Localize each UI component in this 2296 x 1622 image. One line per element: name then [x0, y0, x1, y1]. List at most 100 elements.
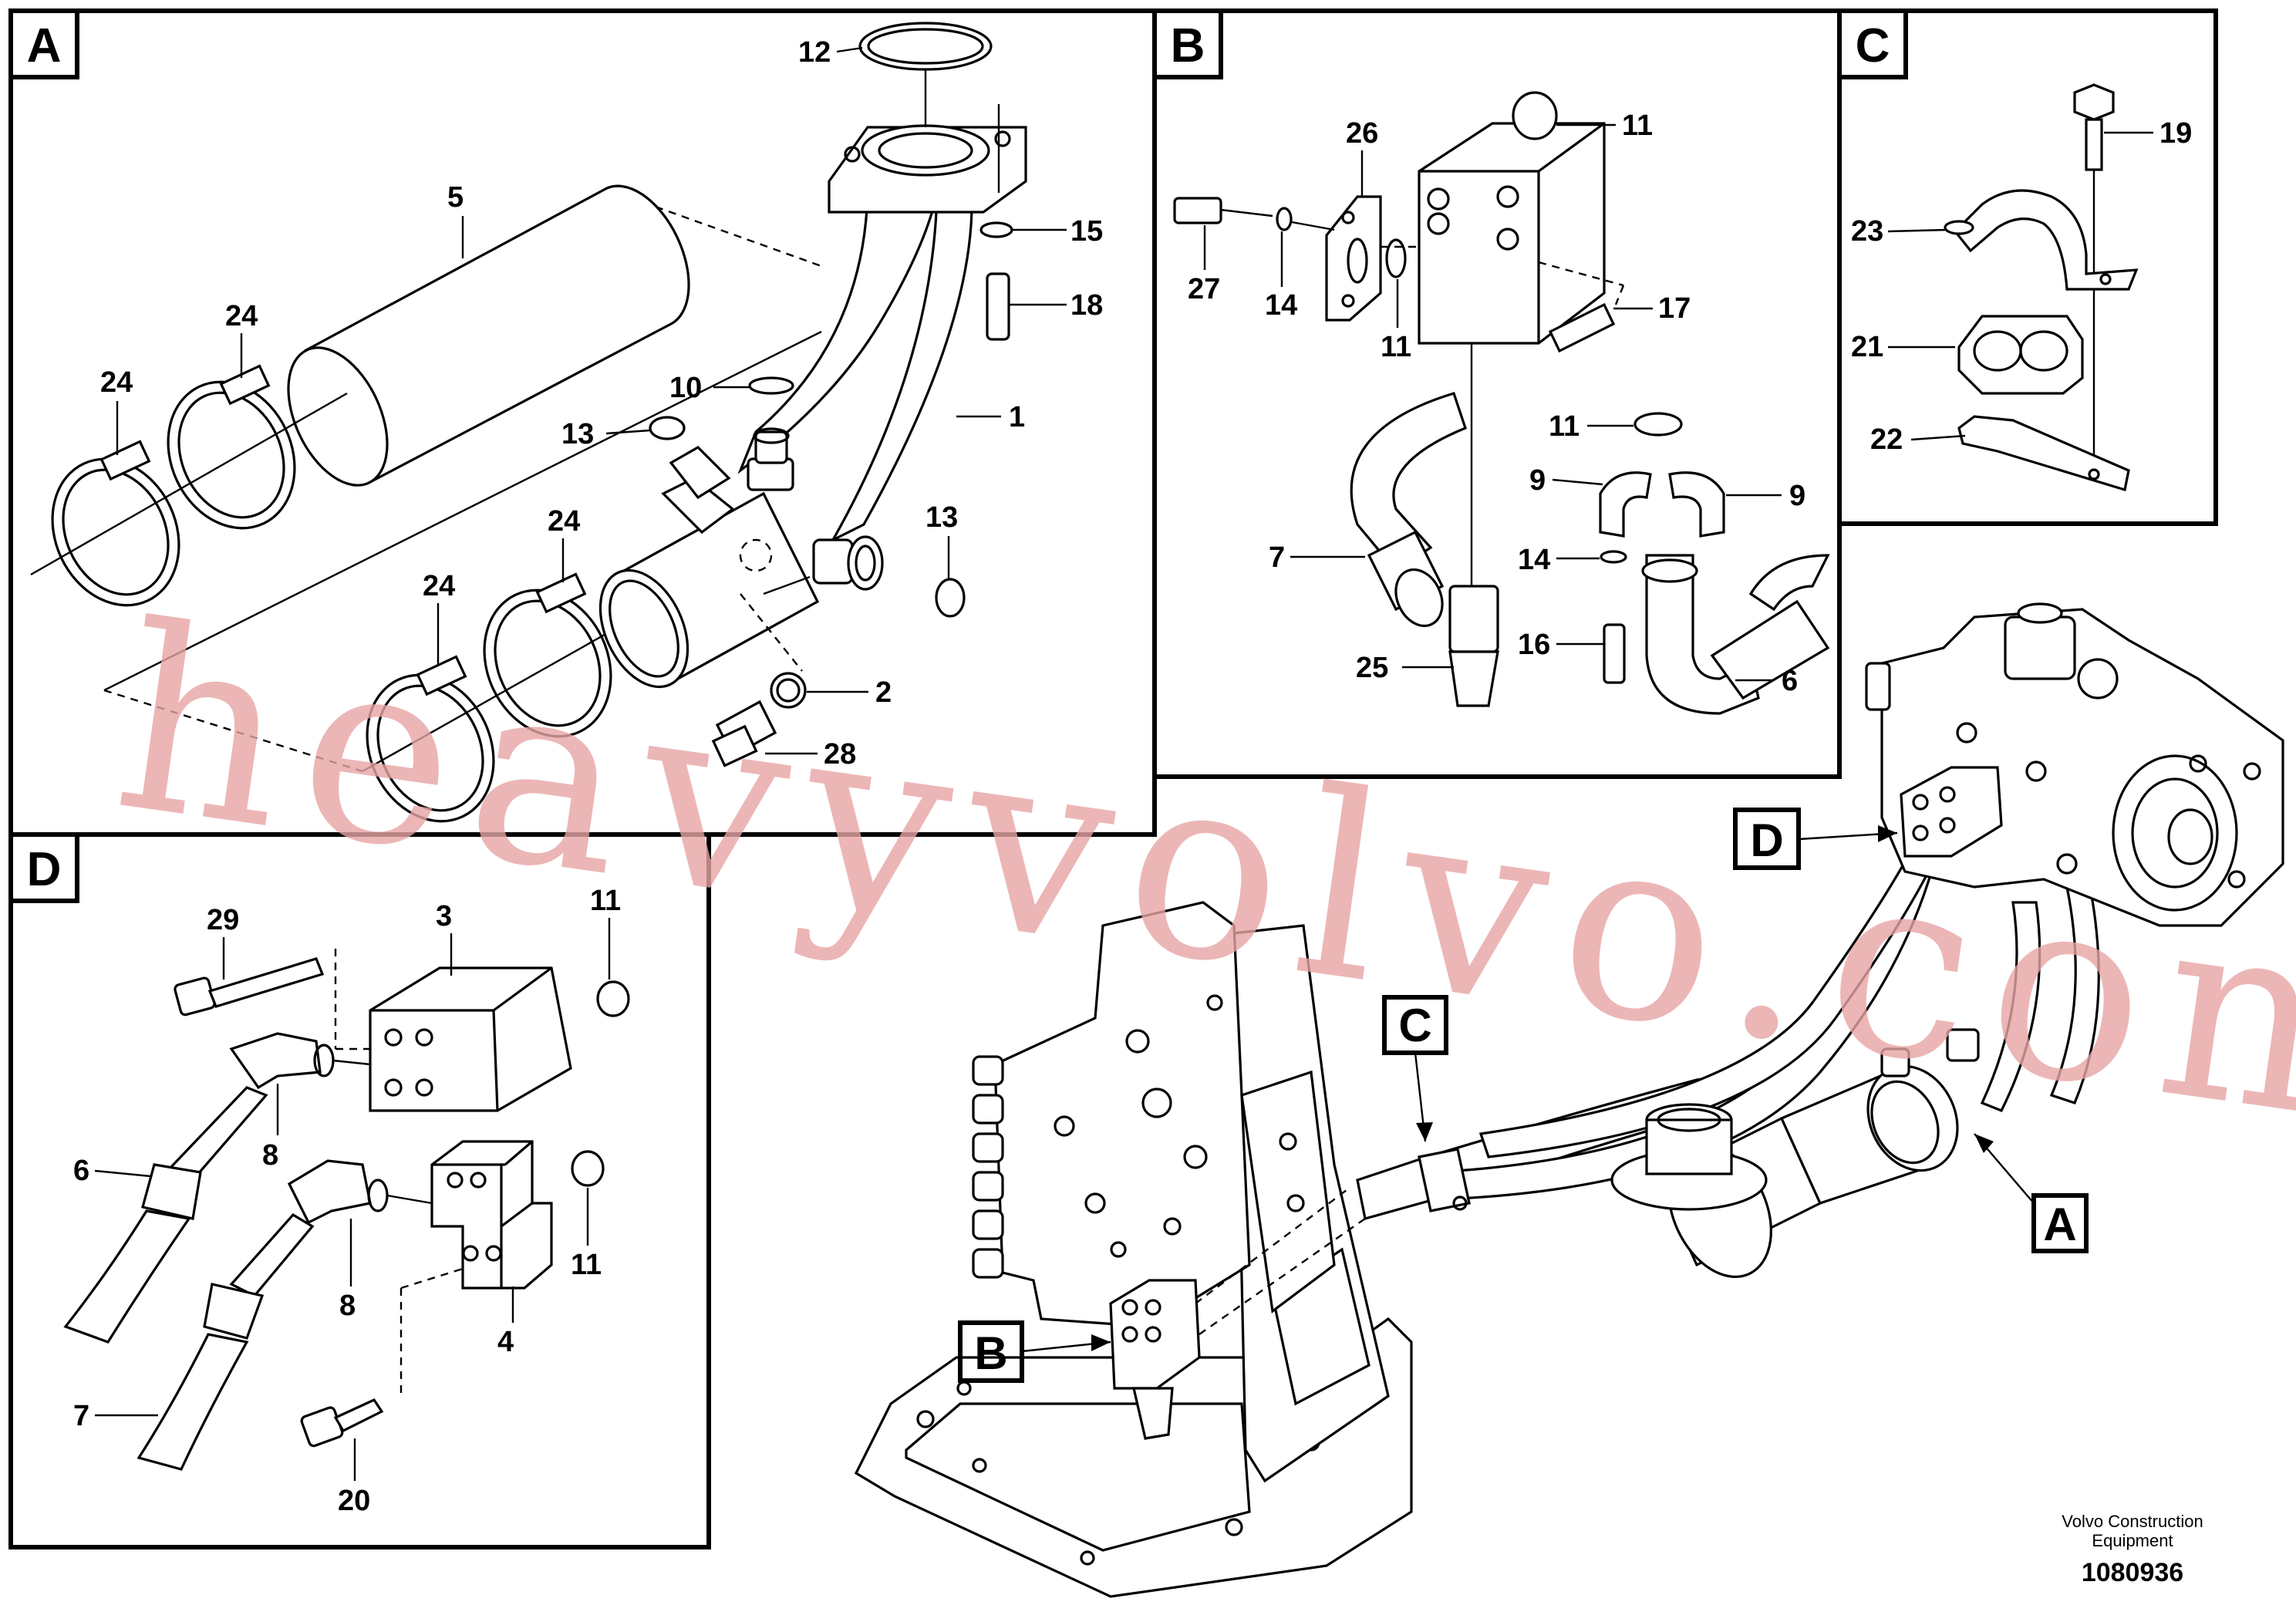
panel-d-drawing: [63, 949, 630, 1471]
control-valve-details: [972, 994, 1223, 1279]
panel-b-letter-box: B: [1152, 8, 1223, 79]
bolt-20: [300, 1406, 344, 1448]
fitting-25: [1448, 585, 1499, 653]
oring-13b: [935, 578, 966, 618]
part-label-19: 19: [2159, 117, 2192, 150]
pipe-clamp: [1418, 1148, 1471, 1212]
part-label-20: 20: [338, 1485, 370, 1517]
panel-a-letter: A: [27, 19, 62, 73]
panel-d-frame: [8, 832, 711, 1549]
part-label-9-a: 9: [1529, 464, 1546, 497]
part-label-28: 28: [824, 738, 856, 771]
part-label-6-d: 6: [73, 1155, 89, 1187]
part-label-25: 25: [1356, 652, 1388, 684]
panel-b-letter: B: [1171, 19, 1205, 73]
part-label-14-b: 14: [1518, 544, 1550, 576]
part-label-10: 10: [669, 372, 702, 404]
tube-5: [304, 184, 690, 484]
tube-5-end: [287, 346, 389, 487]
panel-c-drawing: [1944, 83, 2139, 492]
part-label-24-d: 24: [548, 505, 580, 538]
part-label-4: 4: [497, 1326, 514, 1358]
bolt-18: [986, 272, 1010, 341]
ref-a-letter: A: [2043, 1199, 2076, 1250]
ref-callout-a: A: [1974, 1133, 2089, 1253]
washer-15: [979, 221, 1013, 238]
flange-26: [1325, 195, 1382, 322]
part-label-8-a: 8: [262, 1139, 278, 1172]
part-label-29: 29: [207, 904, 239, 936]
plate-22: [1957, 415, 2130, 492]
a-outline-right: [655, 205, 822, 268]
panel-b-labels: 26 11 27 14 11 17 11 9 9 7 14 16 25 6: [1188, 110, 1805, 697]
part-label-17: 17: [1658, 292, 1691, 325]
part-label-12: 12: [798, 36, 831, 69]
part-label-24-b: 24: [225, 300, 258, 332]
part-label-7: 7: [1269, 541, 1285, 574]
hose-7-end: [203, 1283, 265, 1340]
oring-13a: [649, 416, 686, 440]
fitting-8-a: [229, 1032, 322, 1090]
part-label-15: 15: [1070, 215, 1103, 248]
part-label-27: 27: [1188, 273, 1220, 305]
part-label-11-c: 11: [1549, 410, 1580, 443]
part-label-22: 22: [1870, 423, 1903, 456]
clamp-half-9-b: [1668, 471, 1725, 538]
bolt-19: [2073, 83, 2115, 121]
panel-c-letter: C: [1856, 19, 1890, 73]
part-label-11-b-d: 11: [571, 1249, 602, 1281]
part-label-13-a: 13: [561, 418, 594, 450]
bracket-23: [1953, 189, 2139, 291]
panel-b-drawing: [1173, 91, 1830, 715]
part-label-3: 3: [436, 900, 452, 932]
ref-c-letter: C: [1398, 1000, 1431, 1051]
main-assembly: [854, 602, 2284, 1598]
credit-line-1: Volvo Construction: [2062, 1512, 2203, 1531]
hose-7: [1350, 392, 1467, 573]
part-label-8-b: 8: [339, 1290, 356, 1322]
bolt-29: [174, 976, 216, 1017]
panel-a-letter-box: A: [8, 8, 79, 79]
part-label-1: 1: [1009, 401, 1025, 433]
oring-10: [748, 376, 794, 395]
hose-6-end: [141, 1163, 202, 1220]
pump-details: [1865, 602, 2261, 912]
panel-d-letter-box: D: [8, 832, 79, 903]
part-label-16: 16: [1518, 629, 1550, 661]
part-label-11-a: 11: [1622, 110, 1653, 142]
pipe-1: [737, 191, 939, 474]
part-label-9-b: 9: [1789, 480, 1805, 512]
part-label-6: 6: [1782, 665, 1798, 697]
part-label-11-b: 11: [1381, 331, 1411, 363]
block-on-valve: [1109, 1279, 1201, 1390]
bolt-27: [1173, 197, 1222, 224]
ref-callout-b: B: [958, 1320, 1111, 1383]
clamp-24-c: [366, 673, 495, 823]
part-label-24-a: 24: [100, 366, 133, 399]
credit-line-2: Equipment: [2092, 1531, 2173, 1550]
hose-6: [63, 1209, 191, 1344]
clamp-24-b: [167, 380, 296, 530]
panel-a-drawing: [30, 22, 1027, 823]
part-label-7-d: 7: [73, 1400, 89, 1432]
part-label-18: 18: [1070, 289, 1103, 322]
panel-d-labels: 29 3 11 6 8 7 8 11 4 20: [73, 885, 621, 1517]
block-3: [369, 966, 572, 1112]
a-outline-left: [103, 689, 363, 773]
hose-7: [137, 1333, 249, 1471]
clamp-24-d: [483, 588, 612, 738]
panel-a-labels: 12 5 15 18 24 24 24 24 10 13 1 13 2 28: [100, 36, 1103, 771]
part-label-11-a-d: 11: [590, 885, 621, 917]
clamp-half-9-a: [1599, 471, 1652, 538]
fitting-right: [812, 538, 854, 585]
part-label-23: 23: [1851, 215, 1883, 248]
part-label-2: 2: [875, 676, 892, 709]
part-label-24-c: 24: [423, 570, 455, 602]
panel-c-frame: [1837, 8, 2218, 526]
panel-c-letter-box: C: [1837, 8, 1908, 79]
block-b: [1418, 122, 1606, 345]
panel-d-letter: D: [27, 843, 62, 896]
part-label-21: 21: [1851, 331, 1883, 363]
part-label-14-a: 14: [1265, 289, 1297, 322]
